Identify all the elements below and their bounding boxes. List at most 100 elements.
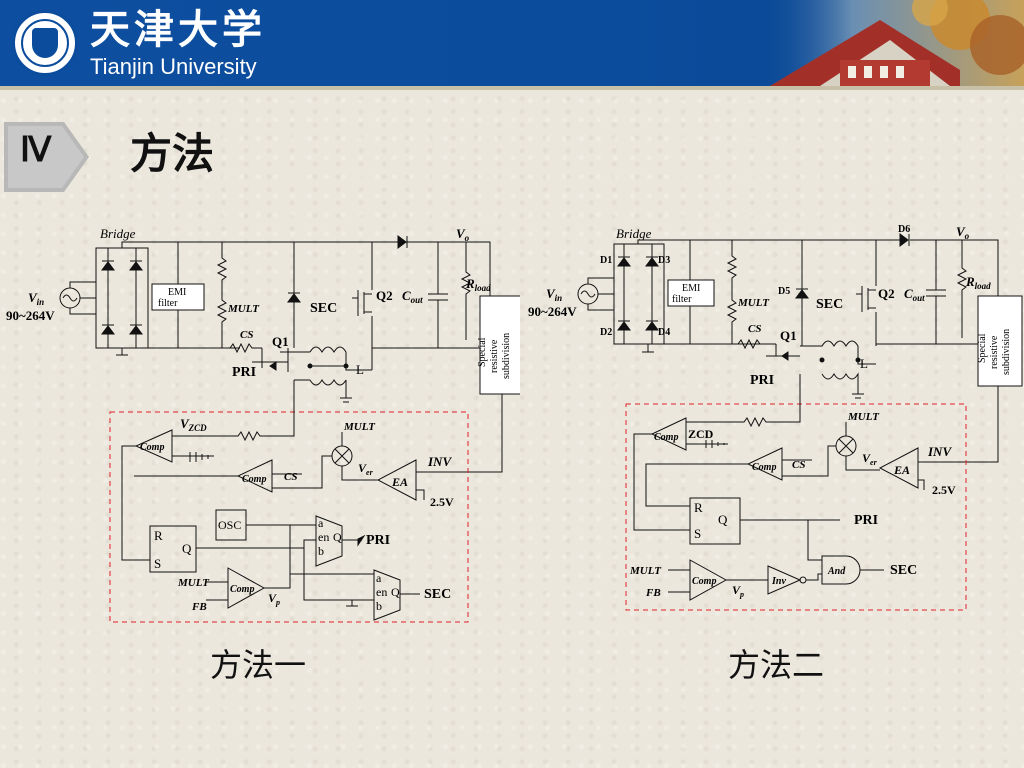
m2-mult-comp: MULT [629, 565, 662, 577]
m2-q1-label: Q1 [780, 328, 797, 343]
m2-d5-label: D5 [778, 286, 790, 297]
m1-comp-fb: Comp [230, 584, 254, 595]
m2-bridge-label: Bridge [616, 226, 652, 241]
m2-rload-label: Rload [965, 274, 991, 291]
m1-q-label: Q [182, 541, 192, 556]
m1-rload-label: Rload [465, 276, 491, 293]
m1-vin-range: 90~264V [6, 308, 55, 323]
m2-d4-label: D4 [658, 327, 670, 338]
university-name-en: Tianjin University [90, 54, 257, 79]
m2-fb-label: FB [645, 587, 661, 599]
m1-comp-zcd: Comp [140, 442, 164, 453]
m2-zcd-label: ZCD [688, 427, 714, 441]
m2-s-label: S [694, 526, 701, 541]
m2-cout-label: Cout [904, 286, 925, 303]
m1-pri-label: PRI [232, 365, 256, 380]
m1-cs-in: CS [284, 471, 297, 483]
m2-emi-line1: EMI [682, 283, 700, 294]
m2-cs-in: CS [792, 459, 805, 471]
m2-q-label: Q [718, 512, 728, 527]
m2-ea-label: EA [893, 463, 910, 477]
m2-vin-label: Vin [546, 286, 562, 303]
m1-comp-cs: Comp [242, 474, 266, 485]
m1-ea-label: EA [391, 475, 408, 489]
m2-r-label: R [694, 500, 703, 515]
m1-mux2-q: Q [391, 585, 400, 599]
m1-special-3: subdivision [501, 333, 512, 379]
m1-mux1-q: Q [333, 530, 342, 544]
m2-comp-cs: Comp [752, 462, 776, 473]
m2-vo-label: Vo [956, 224, 970, 241]
section-arrow-icon [4, 122, 89, 192]
m2-special-3: subdivision [1001, 329, 1012, 375]
m2-ref-label: 2.5V [932, 483, 956, 497]
m2-q2-label: Q2 [878, 286, 895, 301]
m2-l-label: L [860, 356, 868, 371]
m1-pri-out: PRI [366, 533, 390, 548]
m1-special-2: resistive [489, 339, 500, 373]
method1-diagram: Bridge Vin 90~264V EMI filter MULT CS Q1… [6, 226, 520, 623]
m1-mux2-b: b [376, 599, 382, 613]
m1-mux2-a: a [376, 571, 382, 585]
m2-inv-label: INV [927, 444, 952, 459]
m2-emi-line2: filter [672, 294, 692, 305]
m1-sec-out: SEC [424, 587, 451, 602]
m1-s-label: S [154, 556, 161, 571]
m2-d3-label: D3 [658, 255, 670, 266]
m2-sec-out: SEC [890, 563, 917, 578]
m2-comp-zcd: Comp [654, 432, 678, 443]
m1-osc-label: OSC [218, 518, 241, 532]
m1-ver-label: Ver [358, 461, 374, 477]
m1-bridge-label: Bridge [100, 226, 136, 241]
m1-mult-in: MULT [343, 421, 376, 433]
m2-special-1: Special [977, 333, 988, 363]
m1-mux1-b: b [318, 544, 324, 558]
m2-d6-label: D6 [898, 224, 910, 235]
m1-special-1: Special [477, 337, 488, 367]
m1-mult-label: MULT [227, 303, 260, 315]
m1-vo-label: Vo [456, 226, 470, 243]
university-seal-icon [12, 10, 78, 76]
m2-vp-label: Vp [732, 583, 744, 599]
m2-mult-in: MULT [847, 411, 880, 423]
m2-ver-label: Ver [862, 451, 878, 467]
m2-d1-label: D1 [600, 255, 612, 266]
section-number: Ⅳ [20, 132, 52, 169]
m1-l-label: L [356, 362, 364, 377]
m2-pri-out: PRI [854, 513, 878, 528]
m1-emi-line2: filter [158, 298, 178, 309]
m1-vin-label: Vin [28, 290, 44, 307]
m2-vin-range: 90~264V [528, 304, 577, 319]
m1-ref-label: 2.5V [430, 495, 454, 509]
m2-inv-gate-label: Inv [771, 576, 786, 587]
method2-caption: 方法二 [728, 646, 825, 684]
m1-q2-label: Q2 [376, 288, 393, 303]
method1-caption: 方法一 [210, 646, 307, 684]
university-name-cn: 天津大学 [90, 6, 266, 53]
m2-and-gate-label: And [827, 566, 846, 577]
m1-q1-label: Q1 [272, 334, 289, 349]
m2-d2-label: D2 [600, 327, 612, 338]
method2-diagram: Bridge D1 D3 D2 D4 D5 D6 Vin 90~264V EMI… [528, 224, 1023, 611]
m2-cs-label: CS [748, 323, 761, 335]
m1-emi-line1: EMI [168, 287, 186, 298]
m2-mult-label: MULT [737, 297, 770, 309]
m2-sec-label: SEC [816, 297, 843, 312]
header-bar: 天津大学 Tianjin University [0, 0, 1024, 86]
m1-cs-label: CS [240, 329, 253, 341]
campus-building-image [760, 0, 1024, 86]
m1-r-label: R [154, 528, 163, 543]
m1-inv-label: INV [427, 454, 452, 469]
m1-mux1-a: a [318, 516, 324, 530]
m1-fb-label: FB [191, 601, 207, 613]
m1-mux1-en: en [318, 530, 329, 544]
section-title: 方法 [130, 129, 215, 178]
m1-cout-label: Cout [402, 288, 423, 305]
m2-comp-fb: Comp [692, 576, 716, 587]
m2-pri-label: PRI [750, 373, 774, 388]
m1-vp-label: Vp [268, 591, 280, 607]
m1-mux2-en: en [376, 585, 387, 599]
m1-mult-comp: MULT [177, 577, 210, 589]
m2-special-2: resistive [989, 335, 1000, 369]
header-divider [0, 86, 1024, 90]
